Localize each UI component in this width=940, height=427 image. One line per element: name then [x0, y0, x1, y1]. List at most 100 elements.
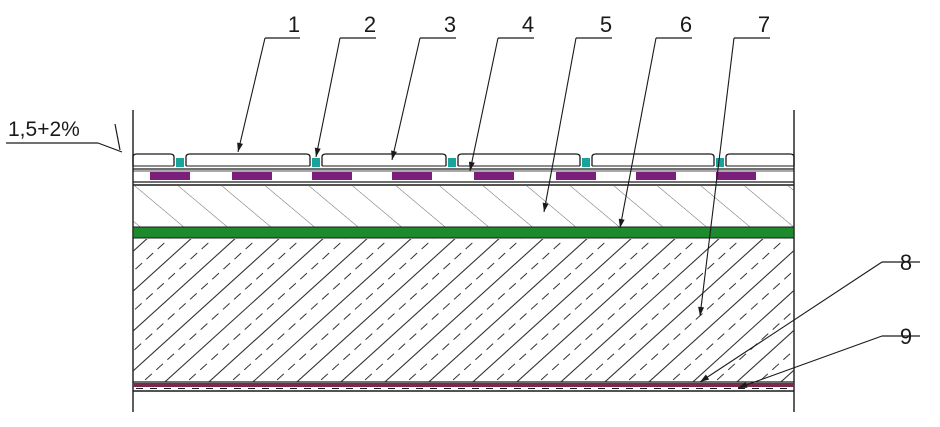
callout-2: 2 — [314, 12, 376, 158]
callout-arrowhead — [618, 218, 625, 228]
callout-4: 4 — [468, 12, 534, 172]
concrete-hatch-line — [736, 329, 794, 382]
tile-joint — [312, 158, 320, 167]
concrete-hatch-dashed — [142, 239, 302, 382]
tile-layer — [132, 153, 795, 167]
concrete-hatch-line — [133, 239, 280, 372]
concrete-hatch-dashed — [186, 239, 346, 382]
callout-label: 6 — [680, 12, 692, 37]
concrete-hatch-line — [516, 239, 676, 382]
concrete-hatch-dashed — [133, 239, 214, 312]
slope-label: 1,5+2% — [8, 118, 80, 141]
concrete-hatch-line — [428, 239, 588, 382]
concrete-hatch-line — [252, 239, 412, 382]
adhesive-pad — [312, 172, 352, 180]
concrete-hatch-dashed — [538, 239, 698, 382]
concrete-hatch-dashed — [626, 239, 786, 382]
tile — [457, 153, 581, 166]
concrete-hatch-dashed — [318, 239, 478, 382]
concrete-hatch-dashed — [133, 239, 170, 273]
adhesive-pad — [392, 172, 432, 180]
callout-leader — [619, 37, 657, 229]
callout-8: 8 — [699, 250, 920, 383]
tile — [725, 153, 795, 166]
concrete-hatch-line — [816, 236, 940, 390]
concrete-hatch-line — [133, 239, 148, 253]
callout-leader — [543, 37, 577, 213]
callout-arrowhead — [700, 374, 710, 382]
slope-arrow-diagonal — [97, 142, 123, 153]
concrete-hatch-line — [133, 239, 192, 293]
slope-tick — [114, 123, 121, 151]
callout-arrowhead — [738, 382, 748, 388]
concrete-hatch-line — [604, 239, 764, 382]
adhesive-pads — [150, 172, 756, 180]
waterproof-membrane — [132, 226, 795, 239]
tile-joint — [448, 158, 456, 167]
slope-indicator: 1,5+2% — [6, 118, 123, 153]
callout-arrowhead — [314, 147, 321, 157]
concrete-hatch-line — [648, 249, 794, 382]
callout-5: 5 — [542, 12, 612, 213]
callout-9: 9 — [737, 324, 920, 389]
concrete-hatch-line — [340, 239, 500, 382]
adhesive-pad — [232, 172, 272, 180]
concrete-hatch-dashed — [274, 239, 434, 382]
concrete-hatch-dashed — [230, 239, 390, 382]
callouts: 1 2 3 4 5 6 7 89 — [237, 12, 920, 389]
concrete-hatch-line — [133, 239, 236, 332]
concrete-hatch-dashed — [714, 309, 794, 382]
concrete-hatch-dashed — [670, 269, 794, 382]
tile — [321, 153, 447, 166]
callout-label: 3 — [444, 12, 456, 37]
callout-label: 2 — [364, 12, 376, 37]
tile — [185, 153, 311, 166]
tile — [591, 153, 715, 166]
concrete-hatch-line — [692, 289, 794, 382]
adhesive-pad — [474, 172, 514, 180]
concrete-hatch-line — [560, 239, 720, 382]
callout-arrowhead — [542, 202, 549, 212]
concrete-slab — [133, 236, 940, 390]
tile-joints — [176, 158, 724, 167]
screed-layer — [133, 186, 794, 227]
callout-arrowhead — [698, 306, 705, 316]
callout-leader — [315, 37, 341, 158]
concrete-hatch-dashed — [494, 239, 654, 382]
concrete-hatch-dashed — [838, 236, 940, 390]
bottom-finish-layer — [133, 383, 794, 387]
concrete-hatch-dashed — [758, 349, 794, 382]
callout-label: 5 — [600, 12, 612, 37]
callout-label: 7 — [758, 12, 770, 37]
adhesive-pad — [150, 172, 190, 180]
concrete-hatch-line — [472, 239, 632, 382]
callout-3: 3 — [391, 12, 456, 161]
tile-joint — [582, 158, 590, 167]
concrete-hatch-line — [296, 239, 456, 382]
callout-6: 6 — [618, 12, 692, 229]
adhesive-pad — [556, 172, 596, 180]
concrete-hatch-dashed — [926, 236, 940, 390]
callout-arrowhead — [391, 150, 397, 160]
callout-arrowhead — [237, 142, 243, 152]
concrete-hatch-line — [208, 239, 368, 382]
concrete-hatch-line — [164, 239, 324, 382]
callout-label: 1 — [288, 12, 300, 37]
callout-arrowhead — [468, 161, 475, 171]
adhesive-pad — [636, 172, 676, 180]
callout-leader — [699, 37, 735, 317]
adhesive-pad — [716, 172, 756, 180]
callout-1: 1 — [237, 12, 300, 153]
concrete-hatch-dashed — [362, 239, 522, 382]
tile-joint — [716, 158, 724, 167]
concrete-hatch-dashed — [450, 239, 610, 382]
concrete-hatch-line — [384, 239, 544, 382]
concrete-hatch-dashed — [133, 239, 258, 352]
callout-leader — [237, 37, 266, 153]
callout-label: 4 — [522, 12, 534, 37]
concrete-hatch-dashed — [794, 236, 940, 390]
tile-joint — [176, 158, 184, 167]
callout-leader — [737, 335, 883, 389]
callout-leader — [391, 37, 421, 161]
